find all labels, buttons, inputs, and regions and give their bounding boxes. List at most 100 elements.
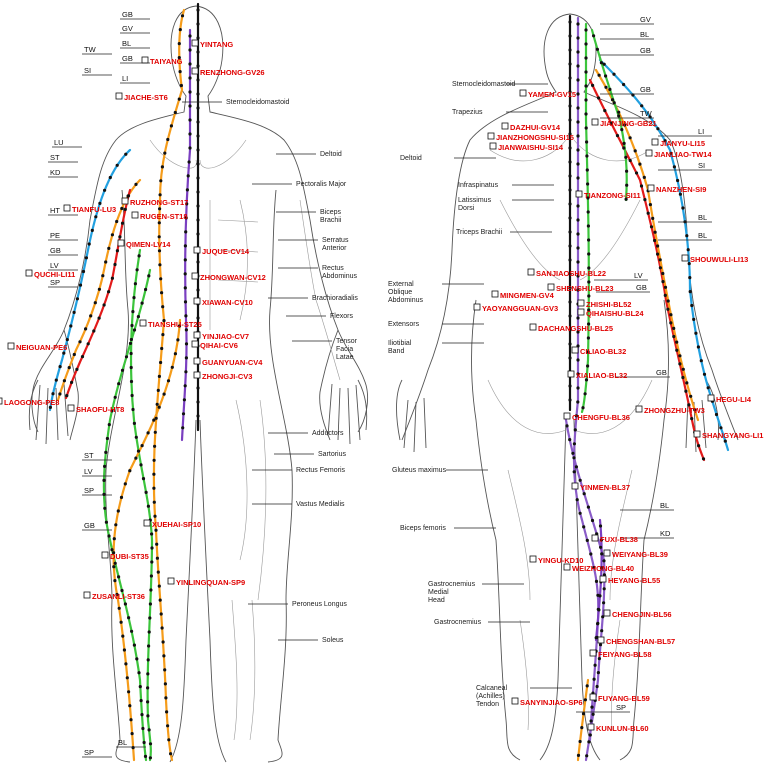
acupoint-dot: [568, 132, 572, 136]
acupoint-dot: [119, 495, 124, 499]
acupoint-dot: [634, 171, 639, 175]
acupoint-dot: [568, 104, 572, 108]
meridian-kd-line: [180, 28, 192, 442]
front-meridian-label-bl-foot: BL: [118, 738, 127, 747]
acupoint-dot: [113, 579, 117, 583]
back-point-yinmen: YINMEN-BL37: [580, 483, 630, 492]
acupoint-dot: [179, 83, 183, 88]
back-point-jianliao: JIANLIAO-TW14: [654, 150, 712, 159]
acupoint-dot: [585, 684, 589, 688]
front-meridian-label-si: SI: [84, 66, 91, 75]
front-meridian-label-gb-leg: GB: [84, 521, 95, 530]
acupoint-dot: [612, 72, 616, 76]
acupoint-dot: [597, 96, 601, 100]
acupoint-dot: [602, 62, 606, 66]
acupoint-dot: [584, 378, 589, 382]
acupoint-dot: [48, 405, 53, 409]
acupoint-dot: [152, 486, 156, 490]
front-point-juque: JUQUE-CV14: [202, 247, 250, 256]
acupoint-dot: [146, 700, 150, 704]
acupoint-dot: [600, 629, 604, 633]
acupoint-dot: [166, 379, 171, 383]
acupoint-dot: [576, 64, 580, 68]
acupoint-dot: [184, 370, 188, 374]
back-body-outline: [401, 13, 739, 761]
back-point-feiyang: FEIYANG-BL58: [598, 650, 652, 659]
acupoint-dot: [146, 686, 150, 690]
acupoint-dot: [585, 538, 589, 543]
acupoint-dot: [688, 290, 692, 294]
acupoint-dot: [686, 248, 690, 252]
acupoint-dot: [591, 712, 595, 716]
front-point-taiyang: TAIYANG: [150, 57, 183, 66]
acupoint-dot: [94, 215, 98, 219]
acupoint-dot: [137, 254, 141, 258]
acupoint-dot: [602, 587, 606, 591]
acupoint-dot: [576, 92, 580, 96]
acupoint-dot: [148, 616, 152, 620]
acupoint-dot: [140, 713, 144, 717]
acupoint-dot: [129, 365, 133, 370]
acupoint-dot: [188, 104, 192, 108]
acupoint-marker-zhishi: [577, 299, 585, 307]
acupoint-dot: [602, 559, 606, 563]
acupoint-dot: [188, 90, 192, 94]
acupoint-dot: [177, 97, 181, 101]
acupoint-dot: [597, 657, 602, 661]
acupoint-dot: [576, 386, 580, 390]
acupoint-dot: [596, 671, 601, 675]
acupoint-dot: [78, 283, 83, 287]
acupoint-dot: [586, 210, 590, 214]
acupoint-dot: [188, 48, 192, 52]
acupoint-dot: [184, 314, 188, 318]
front-meridian-label-st: ST: [50, 153, 60, 162]
acupoint-dot: [131, 746, 135, 750]
back-point-weizhong: WEIZHONG-BL40: [572, 564, 634, 573]
acupoint-dot: [163, 682, 167, 686]
acupoint-dot: [166, 137, 170, 142]
chart-labels: GBGVTWBLGBSILILUSTKDHTPEGBLVSPSTLVSPGBBL…: [4, 10, 763, 758]
back-meridian-label-gb-2: GB: [640, 85, 651, 94]
acupoint-dot: [597, 608, 601, 612]
acupoint-dot: [610, 98, 615, 102]
back-point-chengfu: CHENGFU-BL36: [572, 413, 630, 422]
acupoint-marker-weizhong: [563, 563, 571, 571]
acupoint-dot: [110, 548, 114, 552]
acupoint-marker-feiyang: [589, 649, 597, 657]
acupoint-dot: [568, 300, 572, 304]
back-meridian-label-bl-3: BL: [698, 231, 707, 240]
acupoint-dot: [115, 163, 119, 167]
acupoint-dot: [62, 351, 66, 355]
back-point-xialiao: XIALIAO-BL32: [576, 371, 627, 380]
acupoint-dot: [585, 754, 589, 758]
acupoint-dot: [120, 221, 125, 225]
acupoint-dot: [656, 127, 660, 131]
acupoint-dot: [134, 182, 138, 186]
acupoint-marker-tianshu: [139, 319, 147, 327]
acupoint-marker-chengfu: [563, 412, 571, 420]
front-meridian-label-lu: LU: [54, 138, 64, 147]
acupoint-dot: [640, 104, 644, 108]
acupoint-dot: [124, 355, 129, 359]
acupoint-dot: [581, 712, 586, 716]
acupoint-dot: [122, 648, 126, 652]
back-point-weiyang: WEIYANG-BL39: [612, 550, 668, 559]
acupoint-dot: [587, 308, 591, 312]
back-point-shangyang: SHANGYANG-LI1: [702, 431, 763, 440]
acupoint-marker-ruzhong: [121, 197, 129, 205]
acupoint-dot: [656, 252, 660, 256]
front-muscle-adductors: Adductors: [312, 430, 344, 437]
acupoint-dot: [625, 183, 629, 187]
acupoint-dot: [196, 106, 200, 110]
acupoint-dot: [143, 754, 148, 759]
acupoint-dot: [144, 287, 148, 292]
acupoint-dot: [624, 197, 628, 201]
acupoint-dot: [69, 324, 73, 328]
acupoint-dot: [196, 64, 200, 68]
front-meridian-label-pe: PE: [50, 231, 60, 240]
meridian-st-top-line: [152, 8, 186, 762]
acupoint-dot: [681, 375, 685, 380]
acupoint-dot: [568, 48, 572, 52]
acupoint-dot: [173, 110, 177, 115]
